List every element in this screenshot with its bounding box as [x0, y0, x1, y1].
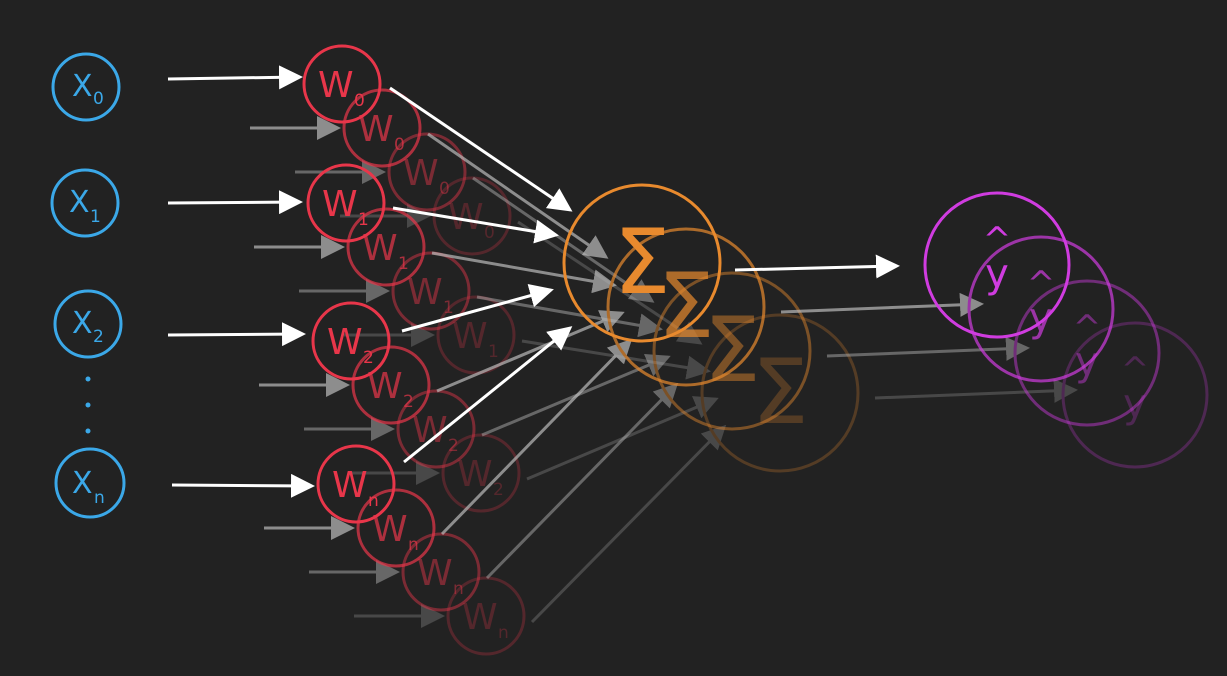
weight-label: W [322, 184, 358, 225]
weight-arrow [472, 176, 655, 303]
weight-label: W [462, 597, 498, 638]
output-label: y [1075, 339, 1099, 385]
weight-arrow [526, 396, 719, 481]
input-node-1: X 1 [50, 168, 120, 238]
weight-label: W [403, 153, 439, 194]
sum-output-arrow [874, 378, 1078, 403]
weight-subscript: 0 [394, 135, 405, 155]
weight-label: W [407, 272, 443, 313]
sum-output-arrow [780, 292, 984, 317]
weight-subscript: 2 [403, 392, 414, 412]
output-node: ^y [1061, 321, 1209, 469]
weight-arrow-0 [389, 86, 573, 212]
input-subscript: 2 [93, 327, 104, 347]
weight-subscript: 1 [358, 210, 369, 230]
weight-arrow [440, 338, 633, 536]
input-ellipsis [85, 376, 91, 434]
input-label: X [72, 306, 93, 341]
sum-node: Σ [562, 183, 722, 343]
sum-symbol: Σ [614, 210, 671, 315]
output-node: ^y [1013, 279, 1161, 427]
weight-arrow [530, 424, 727, 624]
weight-subscript: 2 [363, 348, 374, 368]
weight-arrow-1 [392, 206, 559, 244]
weight-subscript: n [368, 491, 379, 511]
weight-label: W [318, 65, 354, 106]
input-node-2: X 2 [53, 289, 123, 359]
weight-arrow-n [403, 326, 573, 464]
weight-arrow [431, 251, 617, 294]
input-subscript: 0 [93, 89, 104, 109]
input-arrow-0 [167, 65, 303, 90]
input-label: X [72, 466, 93, 501]
weight-subscript: 0 [354, 91, 365, 111]
weight-subscript: n [453, 579, 464, 599]
weight-label: W [332, 465, 368, 506]
weight-arrow-2 [401, 284, 554, 333]
output-hat: ^ [1073, 308, 1102, 348]
weight-arrow [485, 382, 679, 580]
output-node: ^y [923, 191, 1071, 339]
input-arrow-2 [167, 322, 306, 347]
sum-symbol: Σ [752, 340, 809, 445]
output-node: ^y [967, 235, 1115, 383]
input-subscript: 1 [90, 207, 101, 227]
weight-arrow [436, 310, 625, 393]
output-label: y [1029, 295, 1053, 341]
sum-symbol: Σ [658, 254, 715, 359]
weight-subscript: 0 [439, 179, 450, 199]
input-label: X [69, 185, 90, 220]
sum-output-arrow [734, 254, 900, 279]
weight-subscript: 1 [398, 254, 409, 274]
output-hat: ^ [1027, 264, 1056, 304]
input-arrow-1 [167, 190, 303, 215]
weight-label: W [327, 322, 363, 363]
weight-arrow [427, 132, 609, 259]
weight-subscript: 2 [493, 480, 504, 500]
sum-node: Σ [606, 227, 766, 387]
weight-label: W [452, 316, 488, 357]
weight-subscript: 1 [443, 298, 454, 318]
weight-label: W [417, 553, 453, 594]
input-node-0: X 0 [51, 52, 121, 122]
sum-node: Σ [700, 313, 860, 473]
sum-output-arrow [826, 336, 1030, 361]
weight-subscript: 0 [484, 223, 495, 243]
weight-subscript: n [408, 535, 419, 555]
input-node-n: X n [54, 447, 126, 519]
weight-subscript: n [498, 623, 509, 643]
output-label: y [985, 251, 1009, 297]
weight-subscript: 1 [488, 342, 499, 362]
output-hat: ^ [983, 220, 1012, 260]
output-label: y [1123, 381, 1147, 427]
output-hat: ^ [1121, 350, 1150, 390]
input-label: X [72, 69, 93, 104]
weight-subscript: 2 [448, 436, 459, 456]
input-subscript: n [94, 488, 105, 508]
input-arrow-n [171, 473, 315, 498]
